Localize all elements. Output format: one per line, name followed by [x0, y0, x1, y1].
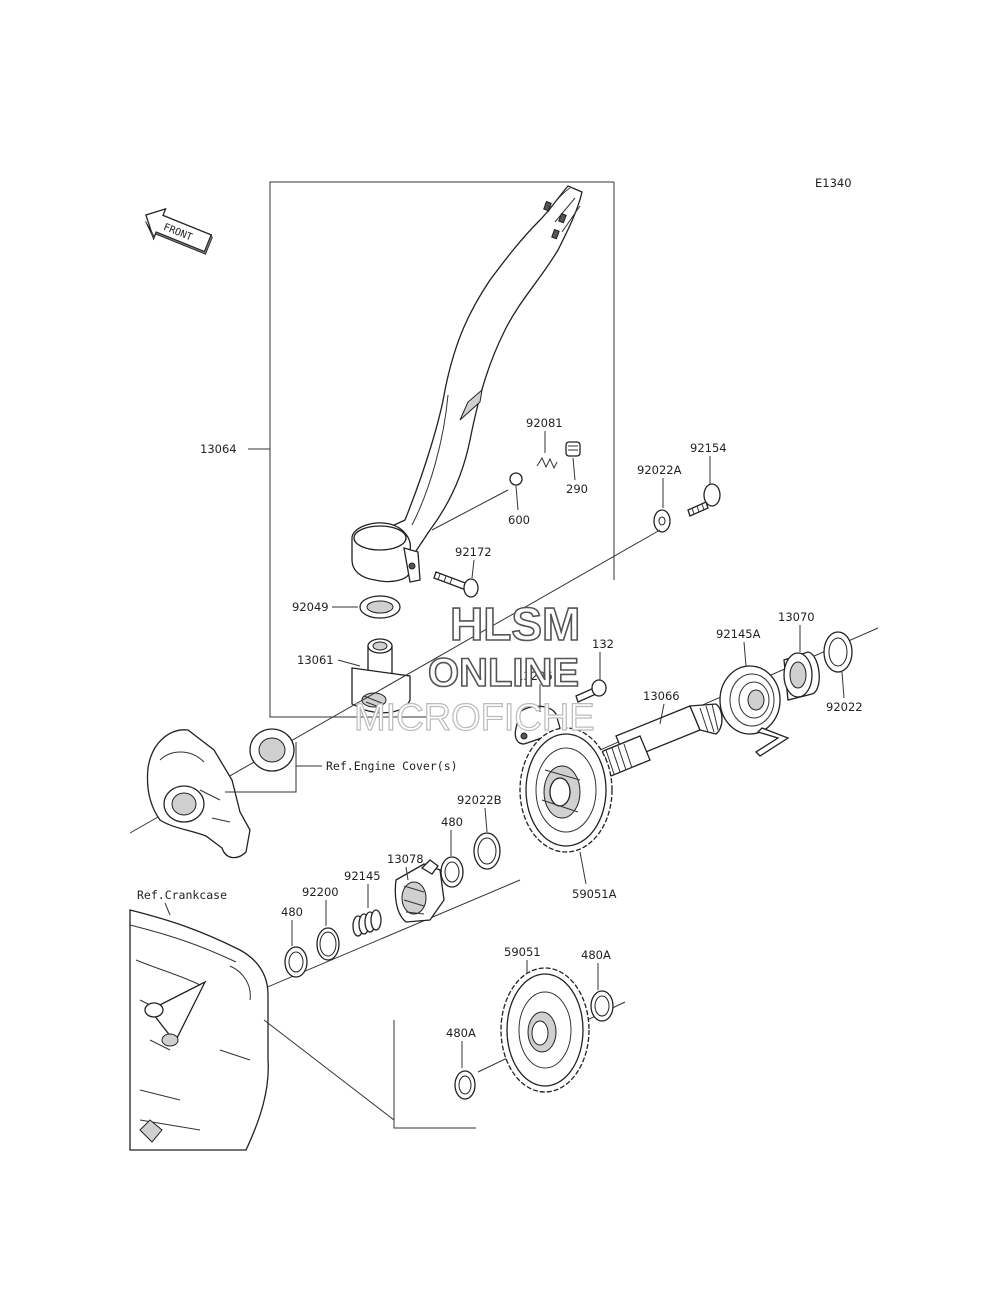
label-13206: 13206 — [516, 669, 553, 683]
circlip-480-left — [284, 946, 308, 978]
label-480-left: 480 — [281, 905, 303, 919]
front-arrow-icon: FRONT — [145, 207, 213, 255]
label-13061: 13061 — [297, 653, 334, 667]
label-92154: 92154 — [690, 441, 727, 455]
ratchet-13078 — [394, 859, 445, 923]
washer-92022 — [823, 631, 853, 673]
bolt-92172 — [433, 571, 479, 598]
label-600: 600 — [508, 513, 530, 527]
label-92145A: 92145A — [716, 627, 761, 641]
shaft-13066 — [594, 703, 723, 779]
axis-line-shaft — [549, 627, 879, 773]
boss-13061 — [351, 638, 411, 714]
label-480A-right: 480A — [581, 948, 611, 962]
label-92022A: 92022A — [637, 463, 682, 477]
watermark-line-3: MICROFICHE — [354, 697, 595, 739]
gear-59051 — [500, 967, 590, 1093]
label-92081: 92081 — [526, 416, 563, 430]
label-290: 290 — [566, 482, 588, 496]
watermark: HLSM ONLINE MICROFICHE — [353, 597, 595, 739]
watermark-line-2: ONLINE — [428, 651, 579, 695]
label-92145: 92145 — [344, 869, 381, 883]
bolt-132 — [575, 679, 607, 703]
spring-92081 — [536, 456, 558, 470]
collar-13070 — [783, 651, 820, 701]
label-480-upper: 480 — [441, 815, 463, 829]
label-92022: 92022 — [826, 700, 863, 714]
engine-cover-ref — [146, 729, 251, 859]
spring-92145 — [352, 909, 382, 937]
seal-92049 — [359, 595, 401, 619]
label-ref-engine-cover: Ref.Engine Cover(s) — [326, 759, 458, 773]
label-92049: 92049 — [292, 600, 329, 614]
label-13064: 13064 — [200, 442, 237, 456]
circlip-480A-right — [590, 990, 614, 1022]
ball-600 — [509, 472, 523, 486]
label-92172: 92172 — [455, 545, 492, 559]
oil-seal — [249, 728, 295, 772]
washer-92022B — [473, 832, 501, 870]
label-92022B: 92022B — [457, 793, 502, 807]
bolt-92154 — [687, 483, 721, 517]
crankcase-ref — [129, 909, 269, 1151]
lower-bracket — [263, 1019, 476, 1129]
label-ref-crankcase: Ref.Crankcase — [137, 888, 227, 902]
label-13078: 13078 — [387, 852, 424, 866]
label-59051A: 59051A — [572, 887, 617, 901]
circlip-480-upper — [440, 856, 464, 888]
plug-290 — [565, 441, 581, 457]
label-132: 132 — [592, 637, 614, 651]
label-59051: 59051 — [504, 945, 541, 959]
circlip-480A-left — [454, 1070, 476, 1100]
gear-59051A — [519, 727, 613, 853]
diagram-code: E1340 — [815, 176, 852, 190]
label-480A-left: 480A — [446, 1026, 476, 1040]
kick-pedal-arm — [351, 185, 583, 583]
label-13066: 13066 — [643, 689, 680, 703]
watermark-line-1: HLSM — [450, 598, 580, 650]
label-92200: 92200 — [302, 885, 339, 899]
spring-92145A — [719, 665, 790, 757]
washer-92200 — [316, 927, 340, 961]
label-13070: 13070 — [778, 610, 815, 624]
